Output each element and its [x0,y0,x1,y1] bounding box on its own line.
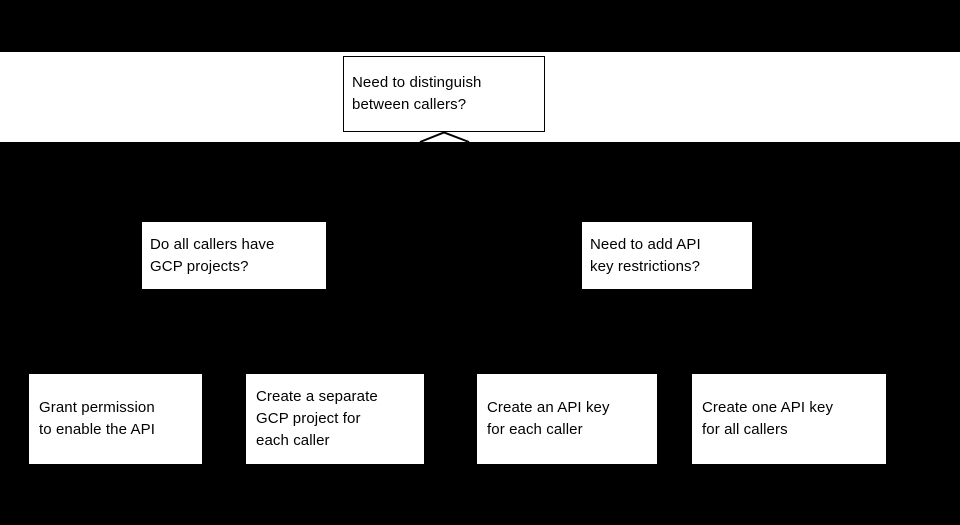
decision-node-label: Need to add API key restrictions? [590,235,701,275]
outcome-node-separate-gcp-project: Create a separate GCP project for each c… [246,374,424,464]
outcome-node-label: Create an API key for each caller [487,399,610,438]
outcome-node-one-api-key: Create one API key for all callers [692,374,886,464]
decision-node-label: Do all callers have GCP projects? [150,235,275,275]
outcome-node-grant-permission: Grant permission to enable the API [29,374,202,464]
decision-node-gcp-projects: Do all callers have GCP projects? [142,222,326,289]
outcome-node-label: Create one API key for all callers [702,399,834,438]
outcome-node-label: Grant permission to enable the API [39,399,155,438]
decision-node-key-restrictions: Need to add API key restrictions? [582,222,752,289]
outcome-node-label: Create a separate GCP project for each c… [256,388,378,449]
decision-node-distinguish-callers: Need to distinguish between callers? [343,56,545,132]
decision-node-label: Need to distinguish between callers? [352,74,482,113]
outcome-node-api-key-each-caller: Create an API key for each caller [477,374,657,464]
